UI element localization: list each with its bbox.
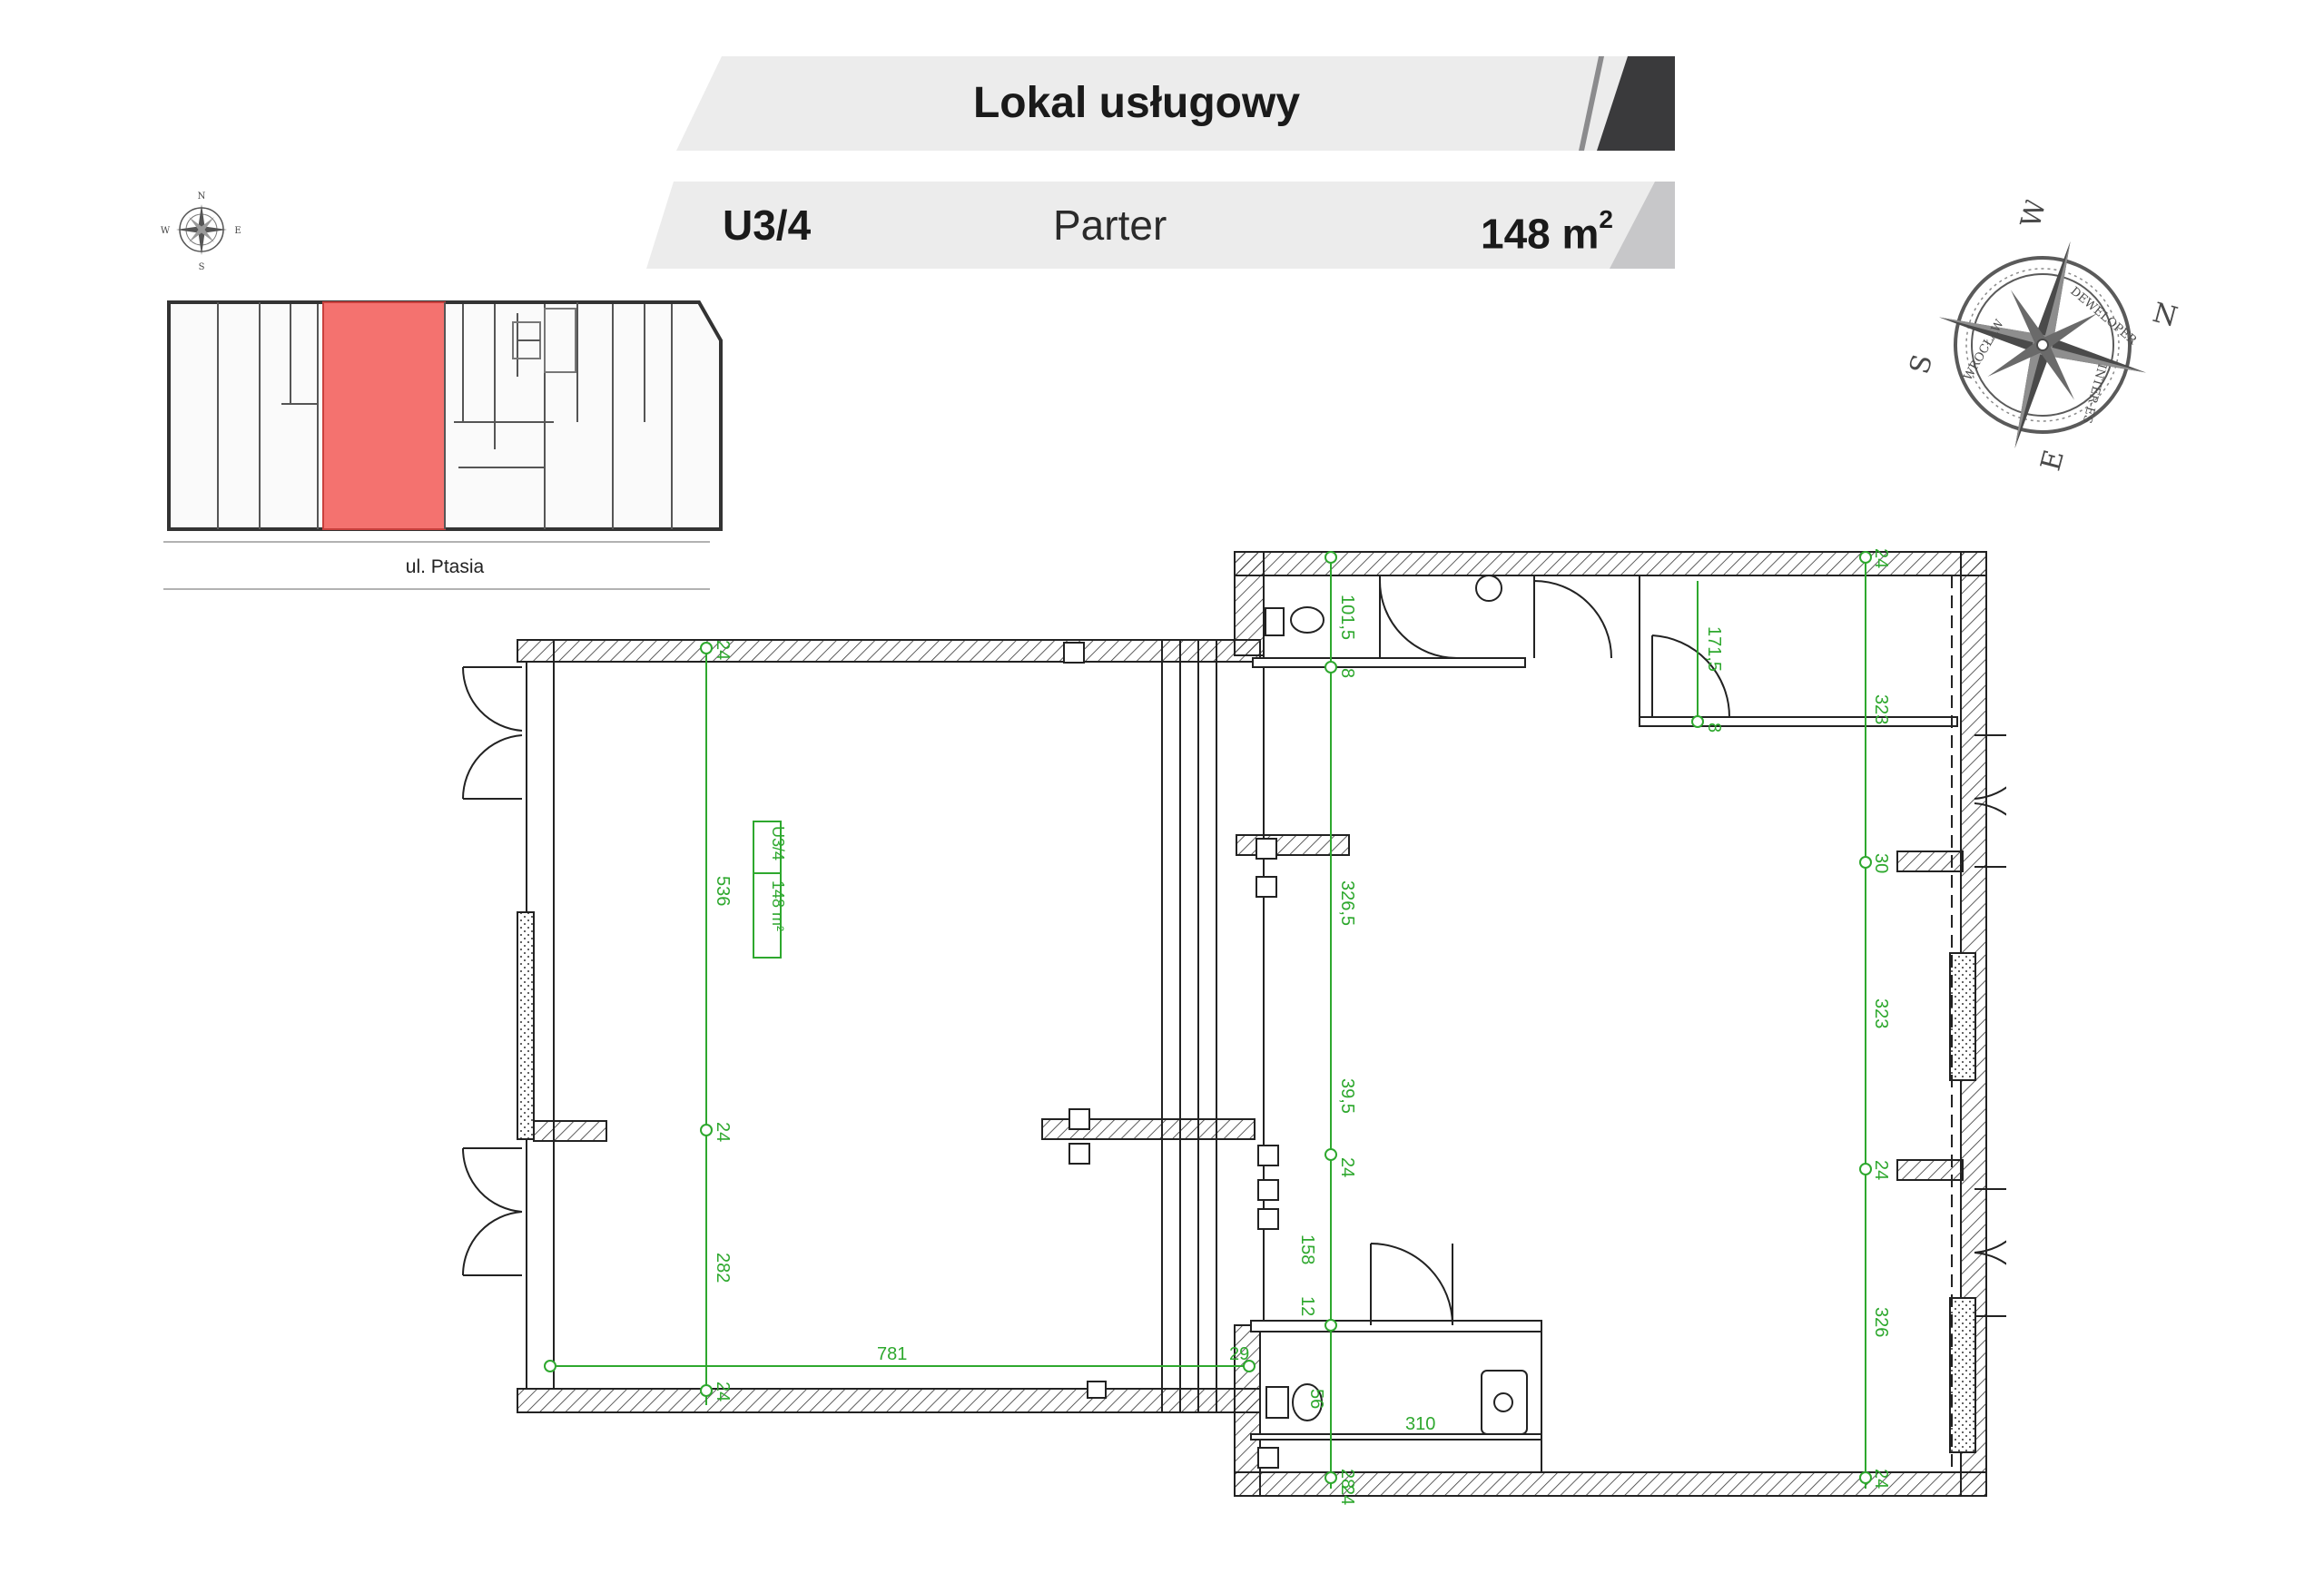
dim-24-mid: 24 [1337, 1157, 1357, 1177]
unit-info-background [646, 182, 1675, 269]
dim-24-right-mid: 24 [1871, 1160, 1891, 1180]
dim-310: 310 [1405, 1414, 1435, 1434]
street-label: ul. Ptasia [405, 556, 485, 577]
compass-rose-icon: W N S E DEWELOPER INTER-ES WROCŁAW [1897, 196, 2188, 490]
compass-ring-text-top: DEWELOPER [2067, 285, 2140, 349]
dim-24-bottom-right: 24 [1871, 1469, 1891, 1489]
page-title: Lokal usługowy [972, 79, 1301, 127]
floor-plan-fixtures [1063, 575, 1528, 1469]
dim-8-top: 8 [1337, 668, 1357, 678]
dim-323-top: 323 [1871, 694, 1891, 724]
room-label: U3/4 148 m² [753, 821, 787, 959]
dim-101-5: 101,5 [1337, 595, 1357, 640]
floor-plan-doors [461, 580, 2006, 1326]
dim-30: 30 [1871, 853, 1891, 873]
dim-781: 781 [877, 1344, 907, 1364]
dim-171-5: 171,5 [1704, 626, 1724, 672]
dim-326-5: 326,5 [1337, 880, 1357, 926]
mini-compass-w: W [161, 226, 171, 236]
unit-area-superscript: 2 [1599, 205, 1613, 233]
title-banner: Lokal usługowy [676, 56, 1675, 151]
unit-floor: Parter [1053, 202, 1167, 249]
room-label-code: U3/4 [769, 826, 787, 860]
dim-24-mid-right: 24 [1337, 1485, 1357, 1505]
dim-39-5: 39,5 [1337, 1078, 1357, 1114]
toilet-icon-bottom [1292, 1383, 1323, 1421]
dim-29: 29 [1229, 1344, 1249, 1364]
key-plan-interior-walls [217, 302, 673, 529]
dim-326: 326 [1871, 1307, 1891, 1337]
floor-plan: U3/4 148 m² 536 24 24 282 24 781 29 56 3… [461, 548, 2006, 1505]
dim-56: 56 [1306, 1389, 1326, 1409]
key-plan: N S W E [154, 177, 735, 604]
toilet-icon-top [1290, 606, 1324, 634]
compass-letter-w: W [2015, 200, 2053, 231]
floor-plan-dimension-lines [544, 551, 1872, 1489]
floor-plan-walls [517, 551, 1987, 1497]
compass-letter-s: S [1904, 351, 1939, 378]
key-plan-highlighted-unit [322, 301, 446, 530]
mini-compass-s: S [199, 262, 205, 272]
mini-compass-n: N [198, 192, 206, 202]
unit-area: 148 m2 [1481, 182, 1613, 277]
dim-24-left-bottom: 24 [713, 1382, 733, 1401]
title-banner-background [676, 56, 1675, 151]
dim-28: 28 [1337, 1469, 1357, 1489]
unit-code: U3/4 [723, 202, 812, 249]
key-plan-drawing: N S W E [161, 192, 723, 590]
unit-info-banner: U3/4 Parter 148 m2 [646, 182, 1675, 269]
dim-323-mid: 323 [1871, 998, 1891, 1028]
mini-compass-icon: N S W E [161, 192, 241, 272]
dim-158: 158 [1297, 1234, 1317, 1264]
mini-compass-e: E [234, 226, 241, 236]
room-label-area: 148 m² [769, 880, 787, 931]
floor-plan-dimension-labels: 536 24 24 282 24 781 29 56 310 101,5 8 2… [713, 548, 1891, 1505]
compass-letter-n: N [2150, 297, 2181, 334]
dim-24-top-right: 24 [1871, 548, 1891, 568]
dim-24-left-top: 24 [713, 640, 733, 660]
unit-area-value: 148 m [1480, 210, 1600, 258]
dim-8-right: 8 [1704, 723, 1724, 733]
dim-24-left-mid: 24 [713, 1122, 733, 1142]
compass-rose-drawing: W N S E DEWELOPER INTER-ES WROCŁAW [1904, 196, 2181, 475]
floor-plan-interior-partitions [526, 575, 1958, 1472]
dim-12: 12 [1297, 1296, 1317, 1316]
dim-282: 282 [713, 1253, 733, 1283]
compass-ring-text-right: INTER-ES [2080, 362, 2109, 425]
sink-icon-top [1475, 575, 1502, 602]
dim-536: 536 [713, 876, 733, 906]
compass-letter-e: E [2035, 447, 2071, 474]
